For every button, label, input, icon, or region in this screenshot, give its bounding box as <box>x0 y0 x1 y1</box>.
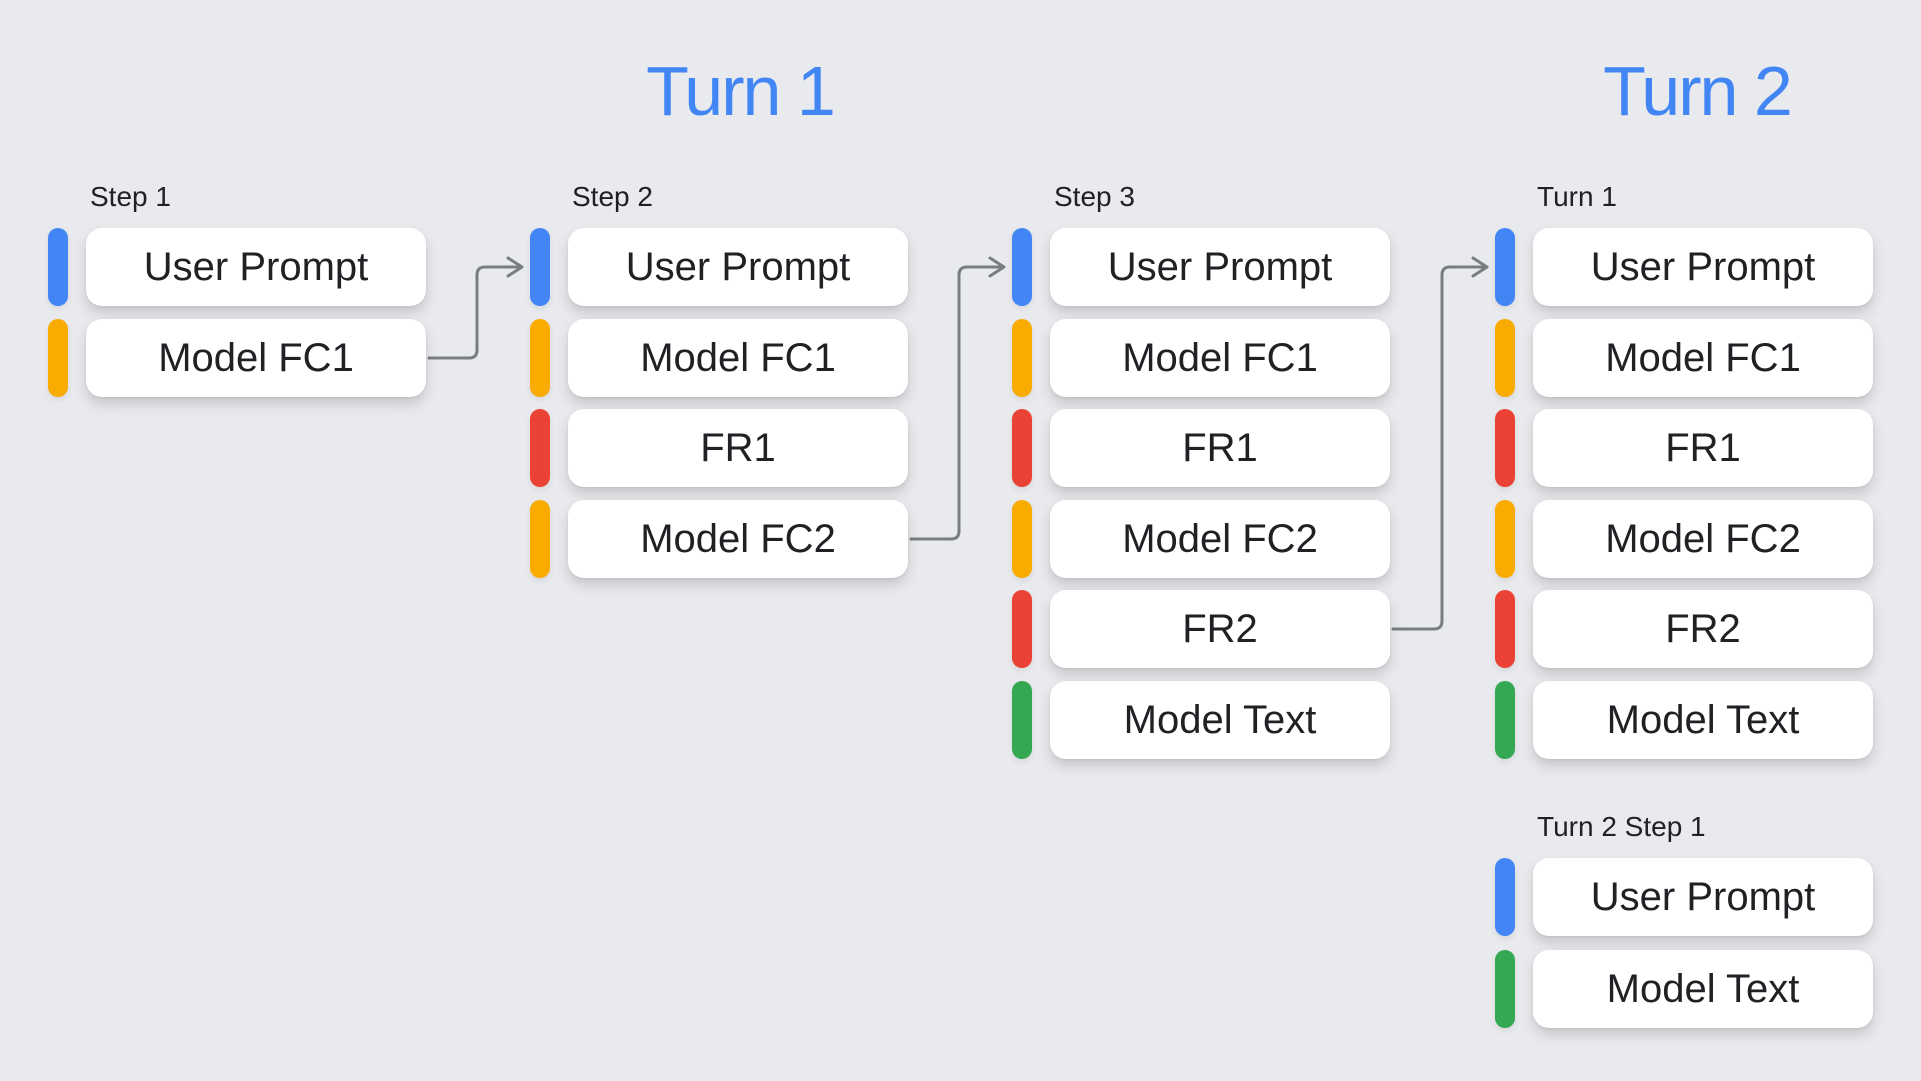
card-user-prompt: User Prompt <box>1533 228 1873 306</box>
card-label: User Prompt <box>1590 244 1816 289</box>
card-label: User Prompt <box>1590 874 1816 919</box>
model-text-bar <box>1495 681 1515 759</box>
user-prompt-bar <box>1495 228 1515 306</box>
card-fr2: FR2 <box>1533 590 1873 668</box>
card-label: Model FC1 <box>1122 335 1318 380</box>
card-user-prompt: User Prompt <box>568 228 908 306</box>
card-label: FR2 <box>1182 606 1258 651</box>
card-label: User Prompt <box>625 244 851 289</box>
card-model-text: Model Text <box>1533 950 1873 1028</box>
card-user-prompt: User Prompt <box>1050 228 1390 306</box>
column-label-step-1: Step 1 <box>90 181 171 212</box>
card-model-fc1: Model FC1 <box>1050 319 1390 397</box>
column-label-step-2: Step 2 <box>572 181 653 212</box>
model-text-bar <box>1495 950 1515 1028</box>
card-fr1: FR1 <box>568 409 908 487</box>
turn-1-title: Turn 1 <box>646 52 836 130</box>
card-label: Model Text <box>1606 966 1800 1011</box>
function-response-bar <box>1495 590 1515 668</box>
card-fr2: FR2 <box>1050 590 1390 668</box>
card-model-fc1: Model FC1 <box>1533 319 1873 397</box>
card-label: FR2 <box>1665 606 1741 651</box>
function-response-bar <box>1012 590 1032 668</box>
model-function-call-bar <box>1012 500 1032 578</box>
card-fr1: FR1 <box>1050 409 1390 487</box>
function-response-bar <box>1495 409 1515 487</box>
model-function-call-bar <box>530 500 550 578</box>
card-model-text: Model Text <box>1533 681 1873 759</box>
user-prompt-bar <box>48 228 68 306</box>
model-function-call-bar <box>48 319 68 397</box>
card-label: Model Text <box>1123 697 1317 742</box>
card-label: Model FC2 <box>640 516 836 561</box>
flow-arrow-3 <box>1391 256 1489 631</box>
card-label: User Prompt <box>143 244 369 289</box>
model-function-call-bar <box>530 319 550 397</box>
flow-arrow-2 <box>909 256 1006 541</box>
turn-2-title: Turn 2 <box>1603 52 1793 130</box>
card-fr1: FR1 <box>1533 409 1873 487</box>
card-label: User Prompt <box>1107 244 1333 289</box>
card-user-prompt: User Prompt <box>1533 858 1873 936</box>
card-label: Model FC1 <box>158 335 354 380</box>
card-model-fc1: Model FC1 <box>86 319 426 397</box>
card-model-fc2: Model FC2 <box>1050 500 1390 578</box>
model-text-bar <box>1012 681 1032 759</box>
function-response-bar <box>530 409 550 487</box>
column-label-step-3: Step 3 <box>1054 181 1135 212</box>
card-model-fc1: Model FC1 <box>568 319 908 397</box>
card-label: Model FC1 <box>640 335 836 380</box>
card-user-prompt: User Prompt <box>86 228 426 306</box>
user-prompt-bar <box>1495 858 1515 936</box>
card-label: Model FC2 <box>1605 516 1801 561</box>
user-prompt-bar <box>530 228 550 306</box>
function-response-bar <box>1012 409 1032 487</box>
model-function-call-bar <box>1495 500 1515 578</box>
card-label: FR1 <box>700 425 776 470</box>
column-label-turn-1: Turn 1 <box>1537 181 1617 212</box>
card-model-text: Model Text <box>1050 681 1390 759</box>
model-function-call-bar <box>1495 319 1515 397</box>
card-label: Model FC2 <box>1122 516 1318 561</box>
column-label-turn-2-step-1: Turn 2 Step 1 <box>1537 811 1706 842</box>
user-prompt-bar <box>1012 228 1032 306</box>
model-function-call-bar <box>1012 319 1032 397</box>
card-label: FR1 <box>1182 425 1258 470</box>
flow-arrow-1 <box>427 256 524 360</box>
card-model-fc2: Model FC2 <box>1533 500 1873 578</box>
card-label: Model FC1 <box>1605 335 1801 380</box>
card-model-fc2: Model FC2 <box>568 500 908 578</box>
card-label: FR1 <box>1665 425 1741 470</box>
card-label: Model Text <box>1606 697 1800 742</box>
